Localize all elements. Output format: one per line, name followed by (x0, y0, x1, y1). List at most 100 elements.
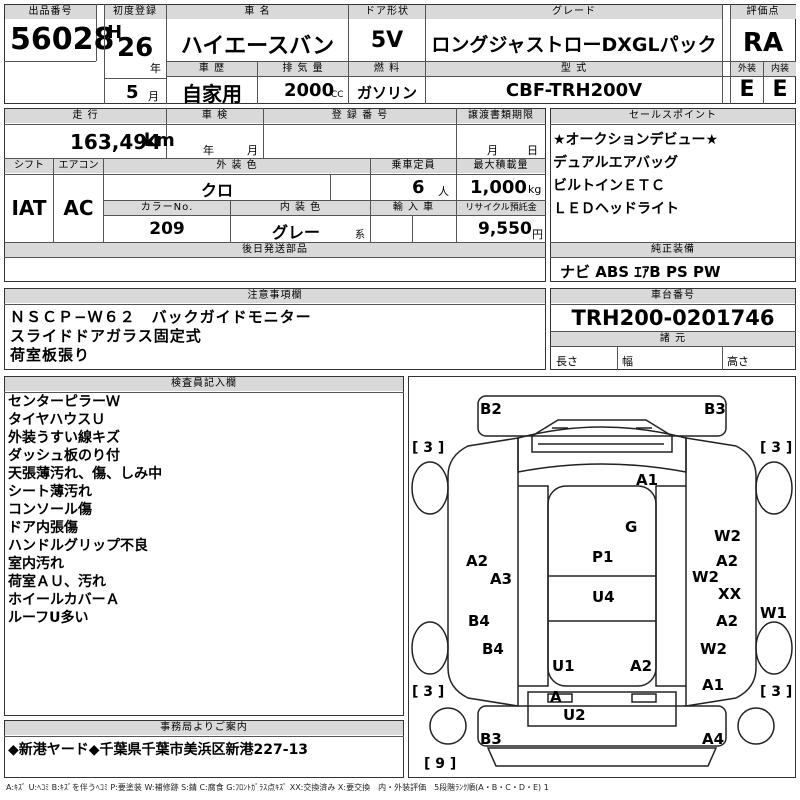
tire-front-right: [ 3 ] (760, 440, 793, 456)
damage-u1-rear: U1 (552, 657, 575, 675)
sales-point-1: ★オークションデビュー★ (553, 132, 719, 148)
spec-header: 諸 元 (551, 332, 795, 346)
inspector-header: 検査員記入欄 (5, 377, 403, 391)
int-color-suffix: 系 (355, 230, 365, 241)
recycle-fee: 9,550 (478, 219, 532, 239)
load-unit: kg (528, 183, 542, 196)
office-header: 事務局よりご案内 (5, 721, 403, 735)
int-score-header: 内装 (764, 62, 796, 76)
transfer-header: 譲渡書類期限 (457, 109, 545, 123)
int-score: E (772, 77, 788, 102)
van-damage-diagram (411, 395, 793, 767)
damage-w2-right-mid: W2 (692, 568, 719, 586)
sales-point-4: ＬＥＤヘッドライト (553, 201, 679, 217)
inspector-line-9: ハンドルグリップ不良 (8, 538, 148, 554)
lot-no-header: 出品番号 (5, 5, 96, 19)
damage-a2-right-rear: A2 (716, 612, 739, 630)
fuel: ガソリン (356, 84, 417, 102)
office-box (4, 720, 404, 778)
history-header: 車 歴 (167, 62, 257, 76)
grade-header: グレード (426, 5, 722, 19)
inspector-line-3: 外装うすい線キズ (8, 430, 120, 446)
insp-year-unit: 年 (203, 144, 214, 157)
inspector-line-7: コンソール傷 (8, 502, 92, 518)
inspector-line-12: ホイールカバーＡ (8, 592, 120, 608)
tire-front-left: [ 3 ] (412, 440, 445, 456)
damage-b3-front-right: B3 (704, 400, 726, 418)
note-line-1: ＮＳＣＰ−Ｗ６２ バックガイドモニター (10, 308, 312, 326)
chassis-box (550, 288, 796, 370)
door-header: ドア形状 (349, 5, 425, 19)
damage-w2-right-rear: W2 (700, 640, 727, 658)
chassis-header: 車台番号 (551, 289, 795, 303)
damage-g-windshield: G (625, 518, 638, 536)
inspection-header: 車 検 (167, 109, 263, 123)
damage-a1-right-rear: A1 (702, 676, 725, 694)
damage-b4-left-mid: B4 (468, 612, 490, 630)
inspector-line-11: 荷室ＡＵ、汚れ (8, 574, 106, 590)
inspector-line-1: センターピラーＷ (8, 394, 120, 410)
note-line-2: スライドドアガラス固定式 (10, 327, 202, 345)
reg-year: 26 (117, 33, 154, 63)
header-grid (4, 4, 796, 104)
spec-width: 幅 (622, 355, 633, 368)
damage-b4-left-rear: B4 (482, 640, 504, 658)
overall-score: RA (742, 28, 784, 58)
damage-b2-front-left: B2 (480, 400, 502, 418)
legend-footer: A:ｷｽﾞ U:ﾍｺﾐ B:ｷｽﾞを伴うﾍｺﾐ P:要塗装 W:補修跡 S:錆 … (6, 783, 549, 792)
mileage: 163,494 (70, 130, 162, 154)
later-parts-header: 後日発送部品 (5, 243, 545, 257)
sales-point-2: デュアルエアバッグ (553, 155, 679, 171)
door-type: 5V (370, 28, 404, 53)
damage-b3-rear-left: B3 (480, 730, 502, 748)
grade: ロングジャストローDXGLパック (431, 34, 717, 56)
spec-height: 高さ (727, 355, 749, 368)
shift-header: シフト (5, 159, 53, 173)
damage-xx-right: XX (718, 585, 742, 603)
spec-length: 長さ (556, 355, 578, 368)
inspector-line-13: ルーフU多い (8, 610, 89, 626)
car-name-header: 車 名 (167, 5, 348, 19)
lot-number: 56028 (10, 22, 115, 57)
first-reg-header: 初度登録 (104, 5, 166, 19)
inspector-line-4: ダッシュ板のり付 (8, 448, 120, 464)
diagram-box (408, 376, 796, 778)
model-header: 型 式 (426, 62, 722, 76)
year-unit: 年 (150, 62, 161, 75)
sales-points-box (550, 108, 796, 282)
damage-a3-left: A3 (490, 570, 513, 588)
color-no-header: カラーNo. (104, 201, 230, 215)
reg-month: 5 (126, 82, 139, 103)
tire-rear-left: [ 3 ] (412, 684, 445, 700)
insp-month-unit: 月 (247, 144, 258, 157)
color-no: 209 (149, 219, 185, 239)
ext-color-header: 外 装 色 (104, 159, 370, 173)
sales-point-3: ビルトインＥＴＣ (553, 178, 665, 194)
model-code: CBF-TRH200V (505, 80, 643, 101)
tire-rear-right: [ 3 ] (760, 684, 793, 700)
notes-header: 注意事項欄 (5, 289, 545, 303)
recycle-unit: 円 (532, 228, 543, 241)
damage-a2-left-front: A2 (466, 552, 489, 570)
import-header: 輸 入 車 (371, 201, 456, 215)
month-unit: 月 (148, 90, 159, 103)
capacity-unit: 人 (438, 185, 449, 198)
damage-w1-right-side: W1 (760, 604, 787, 622)
inspector-line-2: タイヤハウスＵ (8, 412, 106, 428)
km-unit: km (144, 130, 175, 151)
inspector-line-6: シート薄汚れ (8, 484, 92, 500)
shift: IAT (11, 196, 47, 220)
cc-unit: CC (331, 90, 344, 100)
ext-score: E (739, 77, 755, 102)
ext-score-header: 外装 (731, 62, 763, 76)
int-color-header: 内 装 色 (231, 201, 370, 215)
displacement: 2000 (284, 80, 335, 101)
transfer-month-unit: 月 (487, 144, 498, 157)
damage-w2-right-front: W2 (714, 527, 741, 545)
aircon: AC (63, 196, 94, 220)
score-header: 評価点 (730, 5, 796, 19)
damage-p1-roof: P1 (592, 548, 614, 566)
max-load-header: 最大積載量 (457, 159, 545, 173)
tire-spare: [ 9 ] (424, 756, 457, 772)
inspector-line-5: 天張薄汚れ、傷、しみ中 (8, 466, 163, 482)
